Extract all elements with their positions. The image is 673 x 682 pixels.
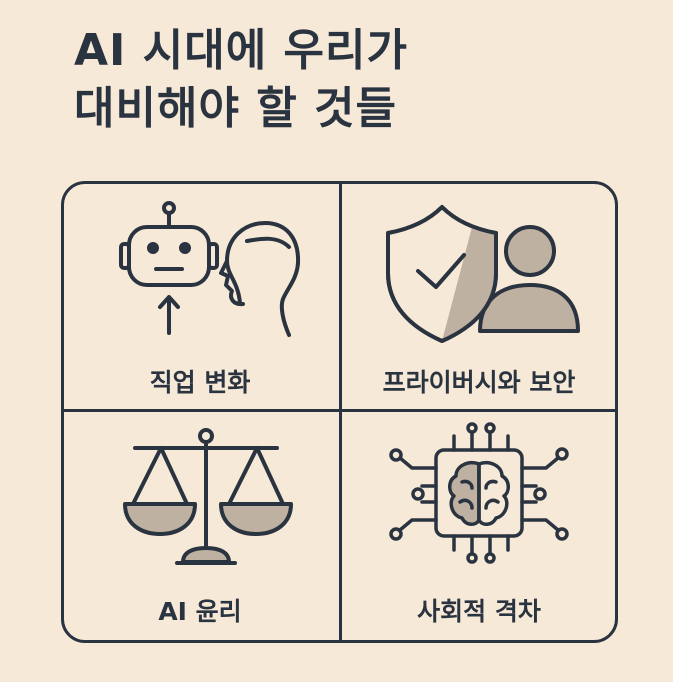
card-privacy-security: 프라이버시와 보안 xyxy=(340,181,618,410)
grid-divider-vertical xyxy=(339,181,342,643)
grid-divider-horizontal xyxy=(61,409,618,412)
card-job-change: 직업 변화 xyxy=(61,181,339,410)
brain-chip-icon xyxy=(389,422,569,564)
card-label: AI 윤리 xyxy=(158,597,242,626)
card-label: 사회적 격차 xyxy=(417,597,541,626)
title-line-1: AI 시대에 우리가 xyxy=(74,25,408,76)
shield-check-user-icon xyxy=(386,205,580,343)
card-social-gap: 사회적 격차 xyxy=(340,410,618,639)
balance-scale-icon xyxy=(123,428,293,565)
title-line-2: 대비해야 할 것들 xyxy=(74,83,397,134)
card-label: 직업 변화 xyxy=(149,368,251,397)
card-ai-ethics: AI 윤리 xyxy=(61,410,339,639)
robot-and-person-icon xyxy=(119,201,301,337)
card-label: 프라이버시와 보안 xyxy=(382,368,576,397)
page-title: AI 시대에 우리가 대비해야 할 것들 xyxy=(74,22,634,138)
